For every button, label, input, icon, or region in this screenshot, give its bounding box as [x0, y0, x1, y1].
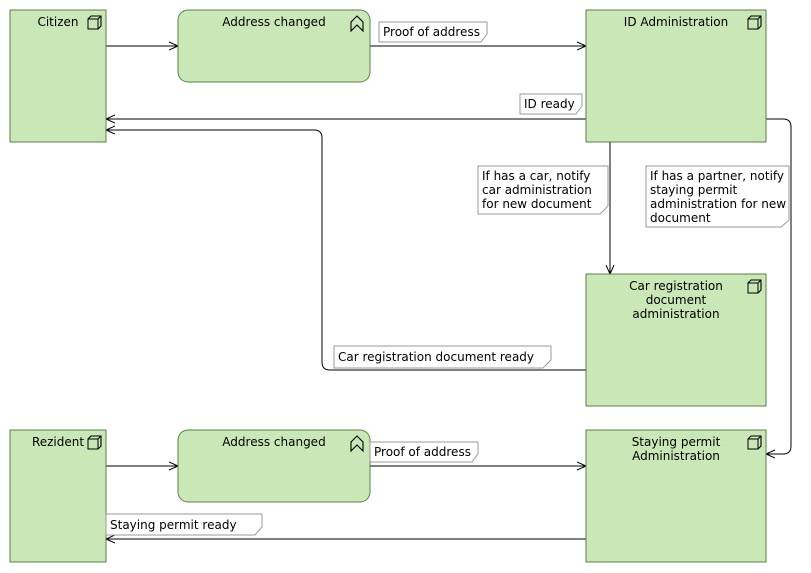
node-box-icon [87, 15, 102, 30]
node-box-icon [747, 15, 762, 30]
svg-text:staying permit: staying permit [650, 183, 738, 197]
node-staying-permit[interactable]: Staying permit Administration [585, 429, 767, 563]
label-proof-of-address-2: Proof of address [369, 441, 479, 463]
edge-partner-notify[interactable] [766, 118, 792, 454]
node-car-registration[interactable]: Car registration document administration [585, 273, 767, 407]
node-staying-permit-line-1: Staying permit [632, 435, 721, 449]
node-car-registration-line-3: administration [632, 307, 719, 321]
node-address-changed-2[interactable]: Address changed [177, 429, 371, 503]
node-id-administration[interactable]: ID Administration [585, 9, 767, 143]
svg-text:document: document [650, 211, 711, 225]
node-box-icon [747, 435, 762, 450]
svg-text:for new document: for new document [482, 197, 592, 211]
svg-text:car administration: car administration [482, 183, 592, 197]
node-id-administration-label: ID Administration [624, 15, 728, 29]
label-car-doc-ready: Car registration document ready [333, 345, 552, 369]
node-car-registration-line-2: document [646, 293, 707, 307]
svg-text:Proof of address: Proof of address [374, 445, 471, 459]
label-partner-notify: If has a partner, notify staying permit … [645, 165, 790, 228]
svg-text:If has a partner, notify: If has a partner, notify [650, 169, 784, 183]
svg-text:Proof of address: Proof of address [383, 25, 480, 39]
label-proof-of-address-1: Proof of address [378, 21, 488, 43]
svg-text:administration for new: administration for new [650, 197, 786, 211]
node-box-icon [747, 279, 762, 294]
node-rezident[interactable]: Rezident [9, 429, 107, 563]
svg-text:Staying permit ready: Staying permit ready [110, 518, 237, 532]
svg-text:If has a car, notify: If has a car, notify [482, 169, 590, 183]
node-box-icon [87, 435, 102, 450]
node-staying-permit-line-2: Administration [632, 449, 720, 463]
label-id-ready: ID ready [519, 93, 583, 115]
label-car-notify: If has a car, notify car administration … [477, 165, 609, 215]
event-chevron-icon [350, 15, 364, 33]
svg-text:Car registration document read: Car registration document ready [338, 350, 534, 364]
label-staying-permit-ready: Staying permit ready [105, 513, 263, 536]
node-rezident-label: Rezident [32, 435, 84, 449]
edge-car-doc-ready[interactable] [106, 130, 586, 371]
edges [106, 46, 792, 539]
node-citizen-label: Citizen [37, 15, 78, 29]
node-car-registration-line-1: Car registration [629, 279, 723, 293]
event-chevron-icon [350, 435, 364, 453]
svg-text:ID ready: ID ready [524, 97, 575, 111]
node-address-changed-1-label: Address changed [222, 15, 325, 29]
node-citizen[interactable]: Citizen [9, 9, 107, 143]
node-address-changed-1[interactable]: Address changed [177, 9, 371, 83]
node-address-changed-2-label: Address changed [222, 435, 325, 449]
